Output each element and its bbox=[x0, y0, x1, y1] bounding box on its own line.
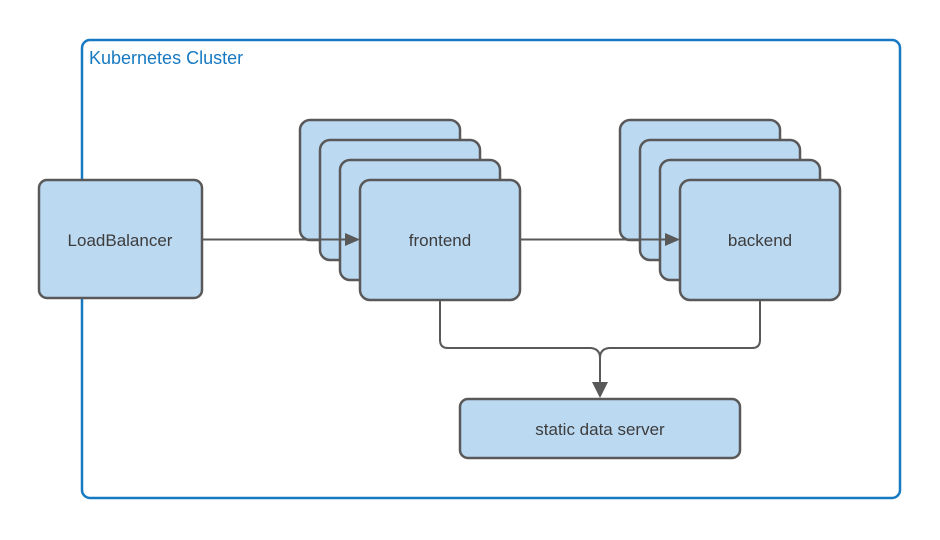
to-static-arrowhead-icon bbox=[592, 382, 608, 398]
to-static-data-server-connector bbox=[439, 300, 761, 398]
frontend-to-backend-arrow bbox=[520, 233, 680, 246]
backend-to-static-line bbox=[599, 300, 761, 359]
static-data-server-label: static data server bbox=[535, 420, 665, 439]
lb-to-frontend-arrow bbox=[202, 233, 360, 246]
frontend-to-backend-arrowhead-icon bbox=[665, 233, 680, 246]
backend-label: backend bbox=[728, 231, 792, 250]
frontend-to-static-line bbox=[439, 300, 601, 359]
load-balancer-label: LoadBalancer bbox=[68, 231, 173, 250]
lb-to-frontend-arrowhead-icon bbox=[345, 233, 360, 246]
frontend-label: frontend bbox=[409, 231, 471, 250]
static-data-server-node bbox=[458, 397, 742, 460]
cluster-title: Kubernetes Cluster bbox=[89, 48, 243, 68]
